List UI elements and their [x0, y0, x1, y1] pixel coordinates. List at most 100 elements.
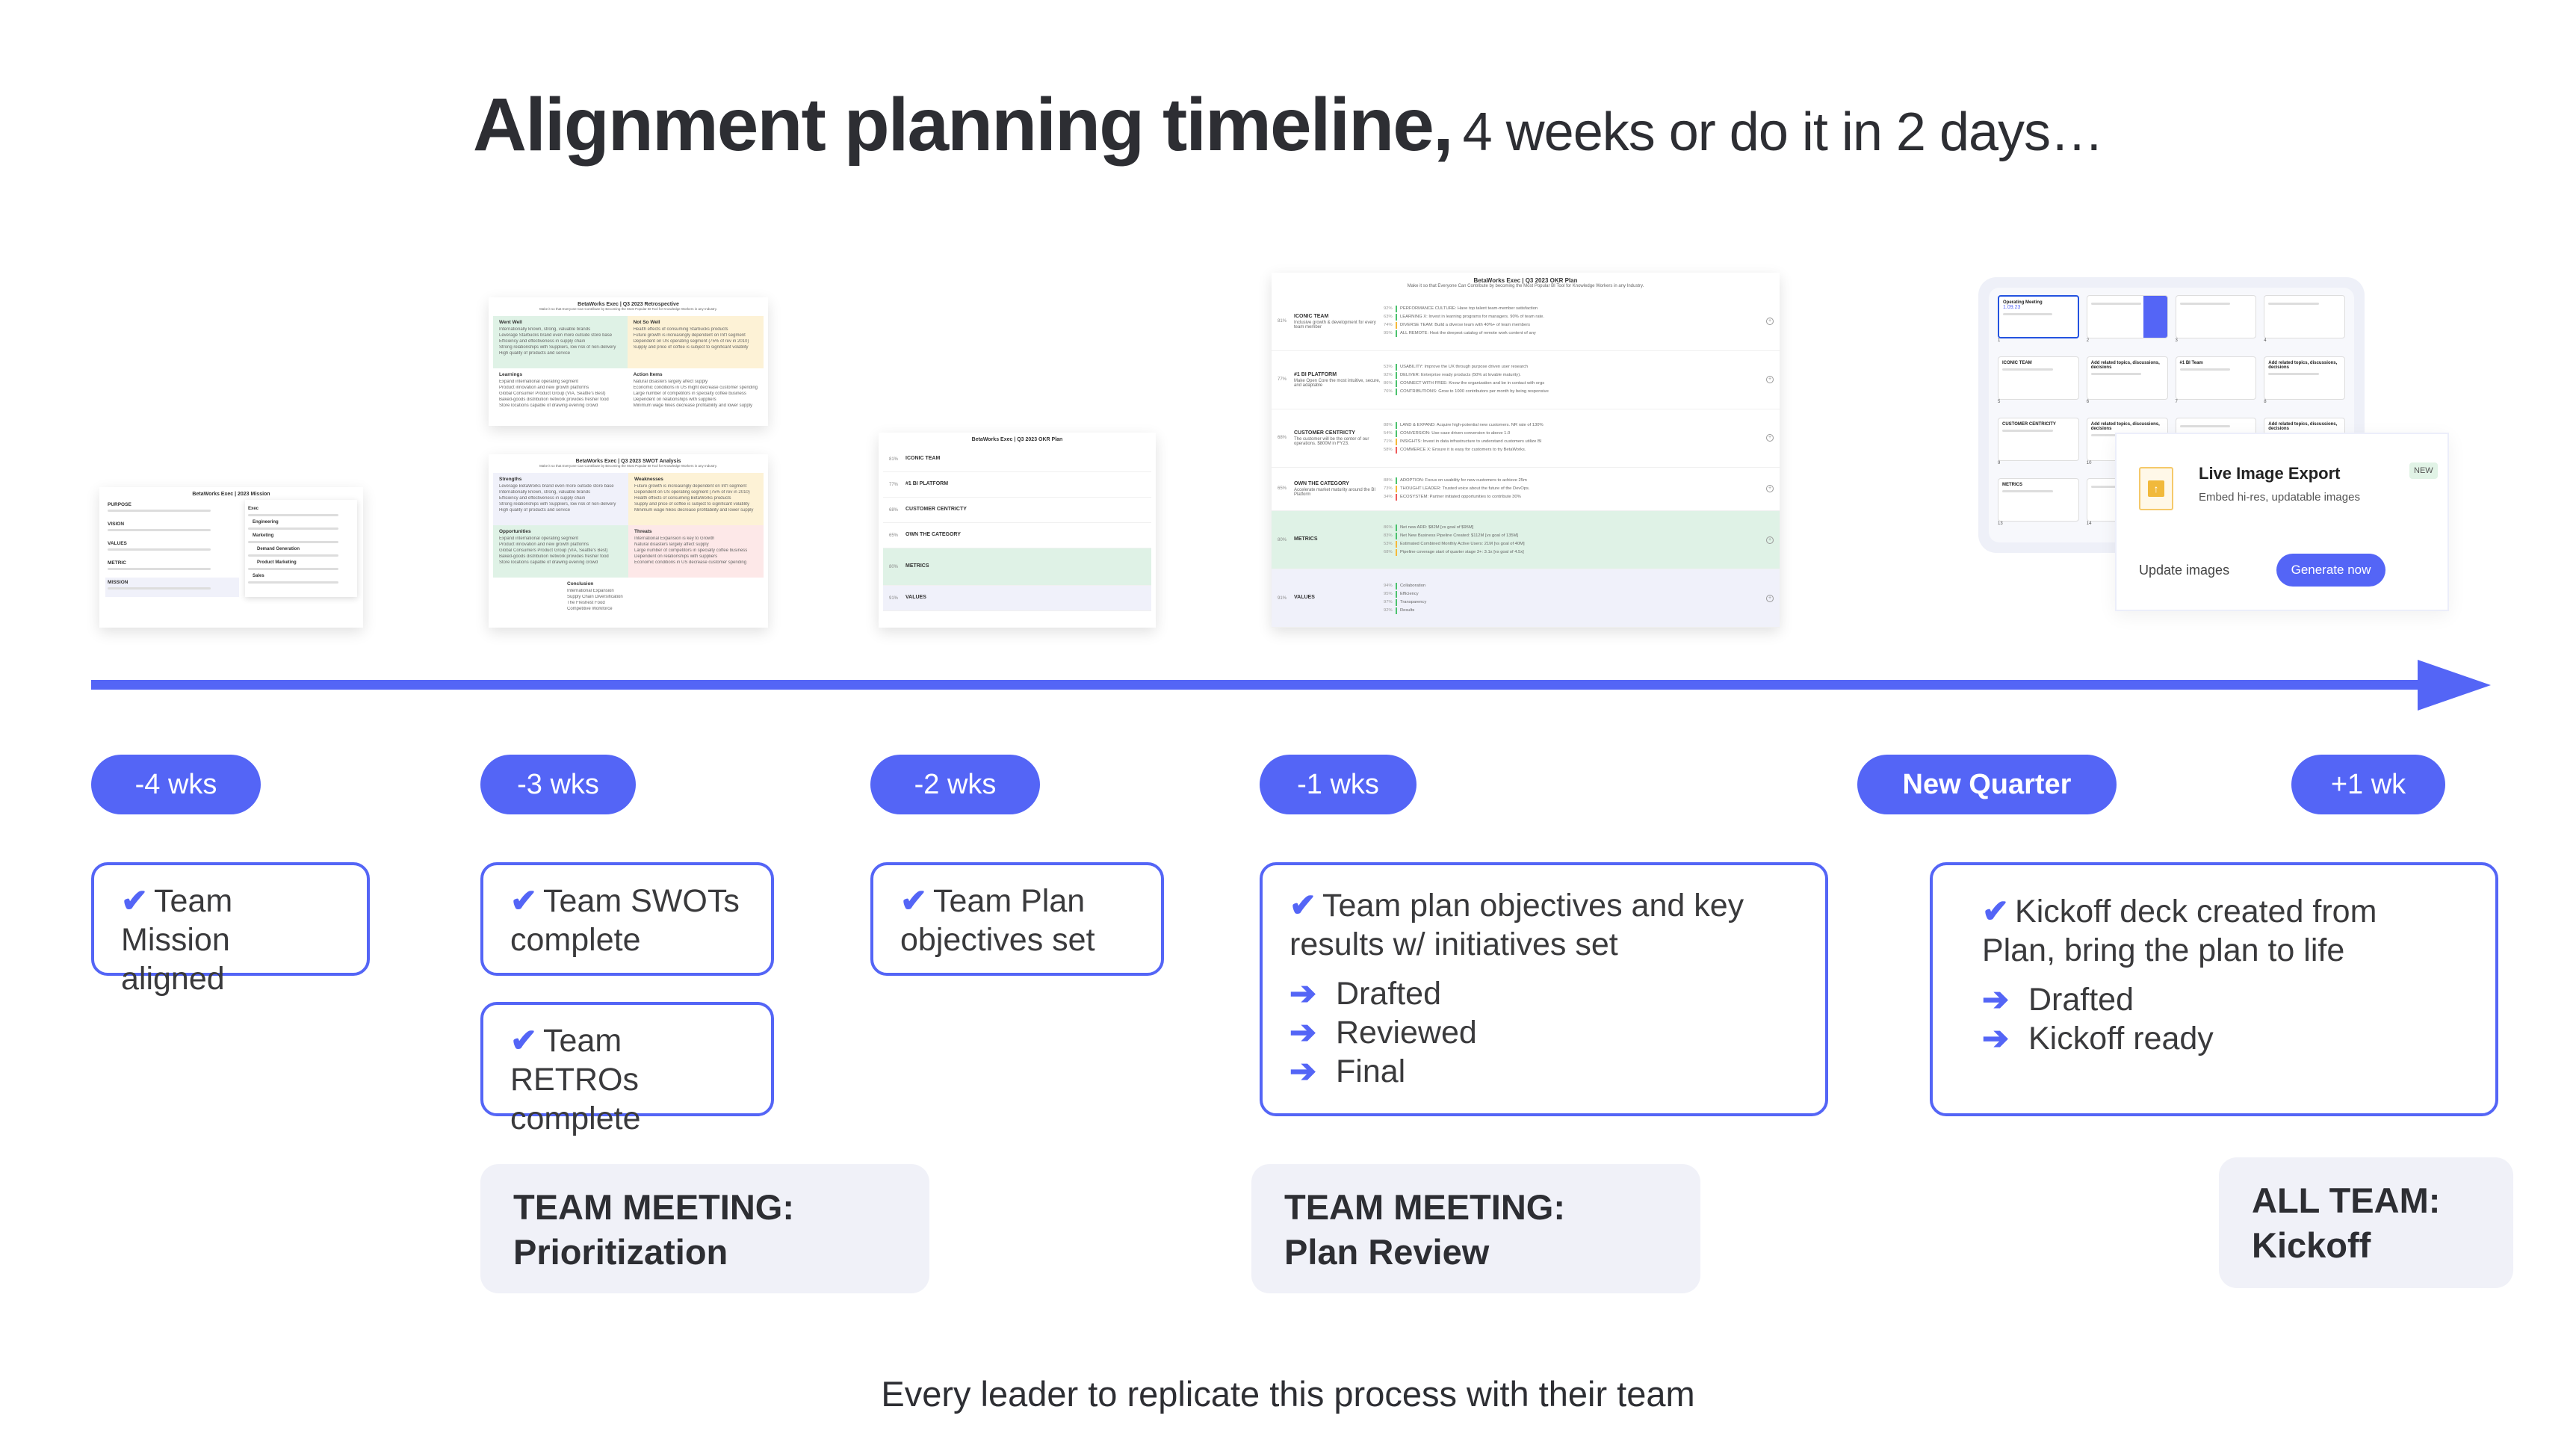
- objective-name: OWN THE CATEGORY: [1294, 480, 1349, 486]
- add-icon[interactable]: +: [1766, 376, 1774, 384]
- slide-thumbnail[interactable]: 3: [2175, 295, 2257, 352]
- quadrant-title: Not So Well: [633, 320, 660, 325]
- kr-text: ECOSYSTEM: Partner initiated opportuniti…: [1400, 494, 1521, 499]
- objective-name: VALUES: [1294, 595, 1315, 601]
- add-icon[interactable]: +: [1766, 318, 1774, 326]
- step-item: ➔Final: [1289, 1052, 1798, 1091]
- step-item: ➔Drafted: [1289, 974, 1798, 1013]
- quadrant-item: Product innovation and new growth platfo…: [499, 386, 589, 390]
- footer-note: Every leader to replicate this process w…: [881, 1374, 1695, 1414]
- kr-pct: 34%: [1384, 494, 1393, 499]
- slide-thumbnail[interactable]: Add related topics, discussions, decisio…: [2086, 356, 2168, 413]
- objective-name: ICONIC TEAM: [1294, 313, 1329, 319]
- task-team-mission: ✔Team Mission aligned: [91, 862, 370, 997]
- row-name: ICONIC TEAM: [905, 456, 995, 462]
- placeholder-line: [2002, 429, 2053, 432]
- row-pct: 65%: [889, 533, 899, 538]
- placeholder-line: [2002, 490, 2053, 493]
- team-item: Engineering: [253, 520, 279, 525]
- quadrant-item: Dependent on relationships with supplier…: [633, 397, 716, 402]
- quadrant-title: Weaknesses: [634, 477, 663, 482]
- quadrant-item: Economic conditions in US might decrease…: [633, 386, 758, 390]
- placeholder-line: [2090, 372, 2142, 375]
- key-results: 88%LAND & EXPAND: Acquire high-potential…: [1384, 421, 1766, 454]
- placeholder-line: [2090, 303, 2142, 305]
- slide-number: 2: [2086, 338, 2090, 343]
- new-badge: NEW: [2409, 462, 2438, 479]
- kr-text: INSIGHTS: Invest in data infrastructure …: [1400, 439, 1542, 445]
- objective: VALUES: [1294, 595, 1384, 601]
- key-results: 88%ADOPTION: Focus on usability for new …: [1384, 477, 1766, 501]
- key-result: 76%CONTRIBUTIONS: Grow to 1000 contribut…: [1384, 388, 1766, 396]
- quadrant-item: Dependent on relationships with supplier…: [634, 554, 718, 559]
- kr-status-bar: [1396, 306, 1397, 313]
- quadrant-item: Efficiency and effectiveness in supply c…: [499, 496, 586, 501]
- add-icon[interactable]: +: [1766, 434, 1774, 442]
- step-text: Kickoff ready: [2028, 1021, 2214, 1056]
- quadrant-item: Natural disasters largely affect supply: [633, 380, 708, 384]
- milestone-minus-2-wks: -2 wks: [870, 755, 1040, 814]
- team-item: Demand Generation: [257, 547, 300, 551]
- add-icon[interactable]: +: [1766, 536, 1774, 544]
- update-images-link[interactable]: Update images: [2139, 563, 2230, 578]
- kr-text: CONNECT WITH FREE: Know the organization…: [1400, 381, 1545, 386]
- team-item: Product Marketing: [257, 560, 297, 565]
- kr-pct: 54%: [1384, 431, 1393, 436]
- slide-title: Add related topics, discussions, decisio…: [2268, 360, 2338, 370]
- slide-thumbnail[interactable]: 4: [2264, 295, 2345, 352]
- placeholder-line: [108, 529, 211, 531]
- generate-now-button[interactable]: Generate now: [2276, 554, 2385, 587]
- kr-text: COMMERCE X: Ensure it is easy for custom…: [1400, 448, 1526, 453]
- slide-number: 4: [2264, 338, 2267, 343]
- quadrant-item: Baked-goods distribution network provide…: [499, 554, 609, 559]
- task-text: Team Mission aligned: [121, 883, 233, 997]
- add-icon[interactable]: +: [1766, 485, 1774, 493]
- kr-status-bar: [1396, 322, 1397, 329]
- kr-text: ALL REMOTE: Host the deepest catalog of …: [1400, 331, 1536, 336]
- key-results: 86%Net new ARR: $82M [vs goal of $95M]83…: [1384, 524, 1766, 557]
- kr-text: Net new ARR: $82M [vs goal of $95M]: [1400, 525, 1474, 530]
- row-name: VALUES: [905, 595, 995, 601]
- okr-title: BetaWorks Exec | Q3 2023 OKR Plan: [1473, 277, 1578, 284]
- objective-desc: The customer will be the center of our o…: [1294, 436, 1369, 446]
- placeholder-line: [2268, 372, 2319, 375]
- row-title: VALUES: [905, 595, 926, 600]
- quadrant-item: The Freshest Food: [567, 601, 605, 605]
- slide-title: METRICS: [2002, 483, 2022, 488]
- mission-row: PURPOSE: [105, 500, 239, 519]
- slide-thumbnail[interactable]: 2: [2086, 295, 2168, 352]
- task-team-swots: ✔Team SWOTs complete: [480, 862, 774, 976]
- add-icon[interactable]: +: [1766, 594, 1774, 602]
- slide-thumbnail[interactable]: Add related topics, discussions, decisio…: [2264, 356, 2345, 413]
- arrow-right-icon: ➔: [1289, 1015, 1317, 1051]
- quadrant-title: Strengths: [499, 477, 522, 482]
- objective-desc: Inclusive growth & development for every…: [1294, 320, 1376, 329]
- arrow-right-icon: ➔: [1982, 1021, 2010, 1056]
- placeholder-line: [2268, 303, 2319, 305]
- key-result: 92%PERFORMANCE CULTURE: Have top talent …: [1384, 305, 1766, 313]
- slide-card: [2086, 295, 2168, 338]
- kr-status-bar: [1396, 548, 1397, 556]
- task-text: Team Plan objectives set: [900, 883, 1095, 958]
- task-team-plan: ✔Team Plan objectives set: [870, 862, 1164, 976]
- plan-row: 81%ICONIC TEAM: [883, 447, 1151, 472]
- key-result: 63%LEARNING X: Invest in learning progra…: [1384, 313, 1766, 321]
- kr-pct: 88%: [1384, 423, 1393, 428]
- quadrant-item: Global Consumers Product Group (VIA, Sea…: [499, 548, 608, 553]
- task-kickoff-deck: ✔Kickoff deck created from Plan, bring t…: [1930, 862, 2498, 1116]
- kr-pct: 92%: [1384, 607, 1393, 613]
- key-result: 83%Net New Business Pipeline Created: $1…: [1384, 532, 1766, 540]
- row-label: MISSION: [108, 580, 129, 585]
- milestone-minus-4-wks: -4 wks: [91, 755, 261, 814]
- kr-pct: 92%: [1384, 373, 1393, 378]
